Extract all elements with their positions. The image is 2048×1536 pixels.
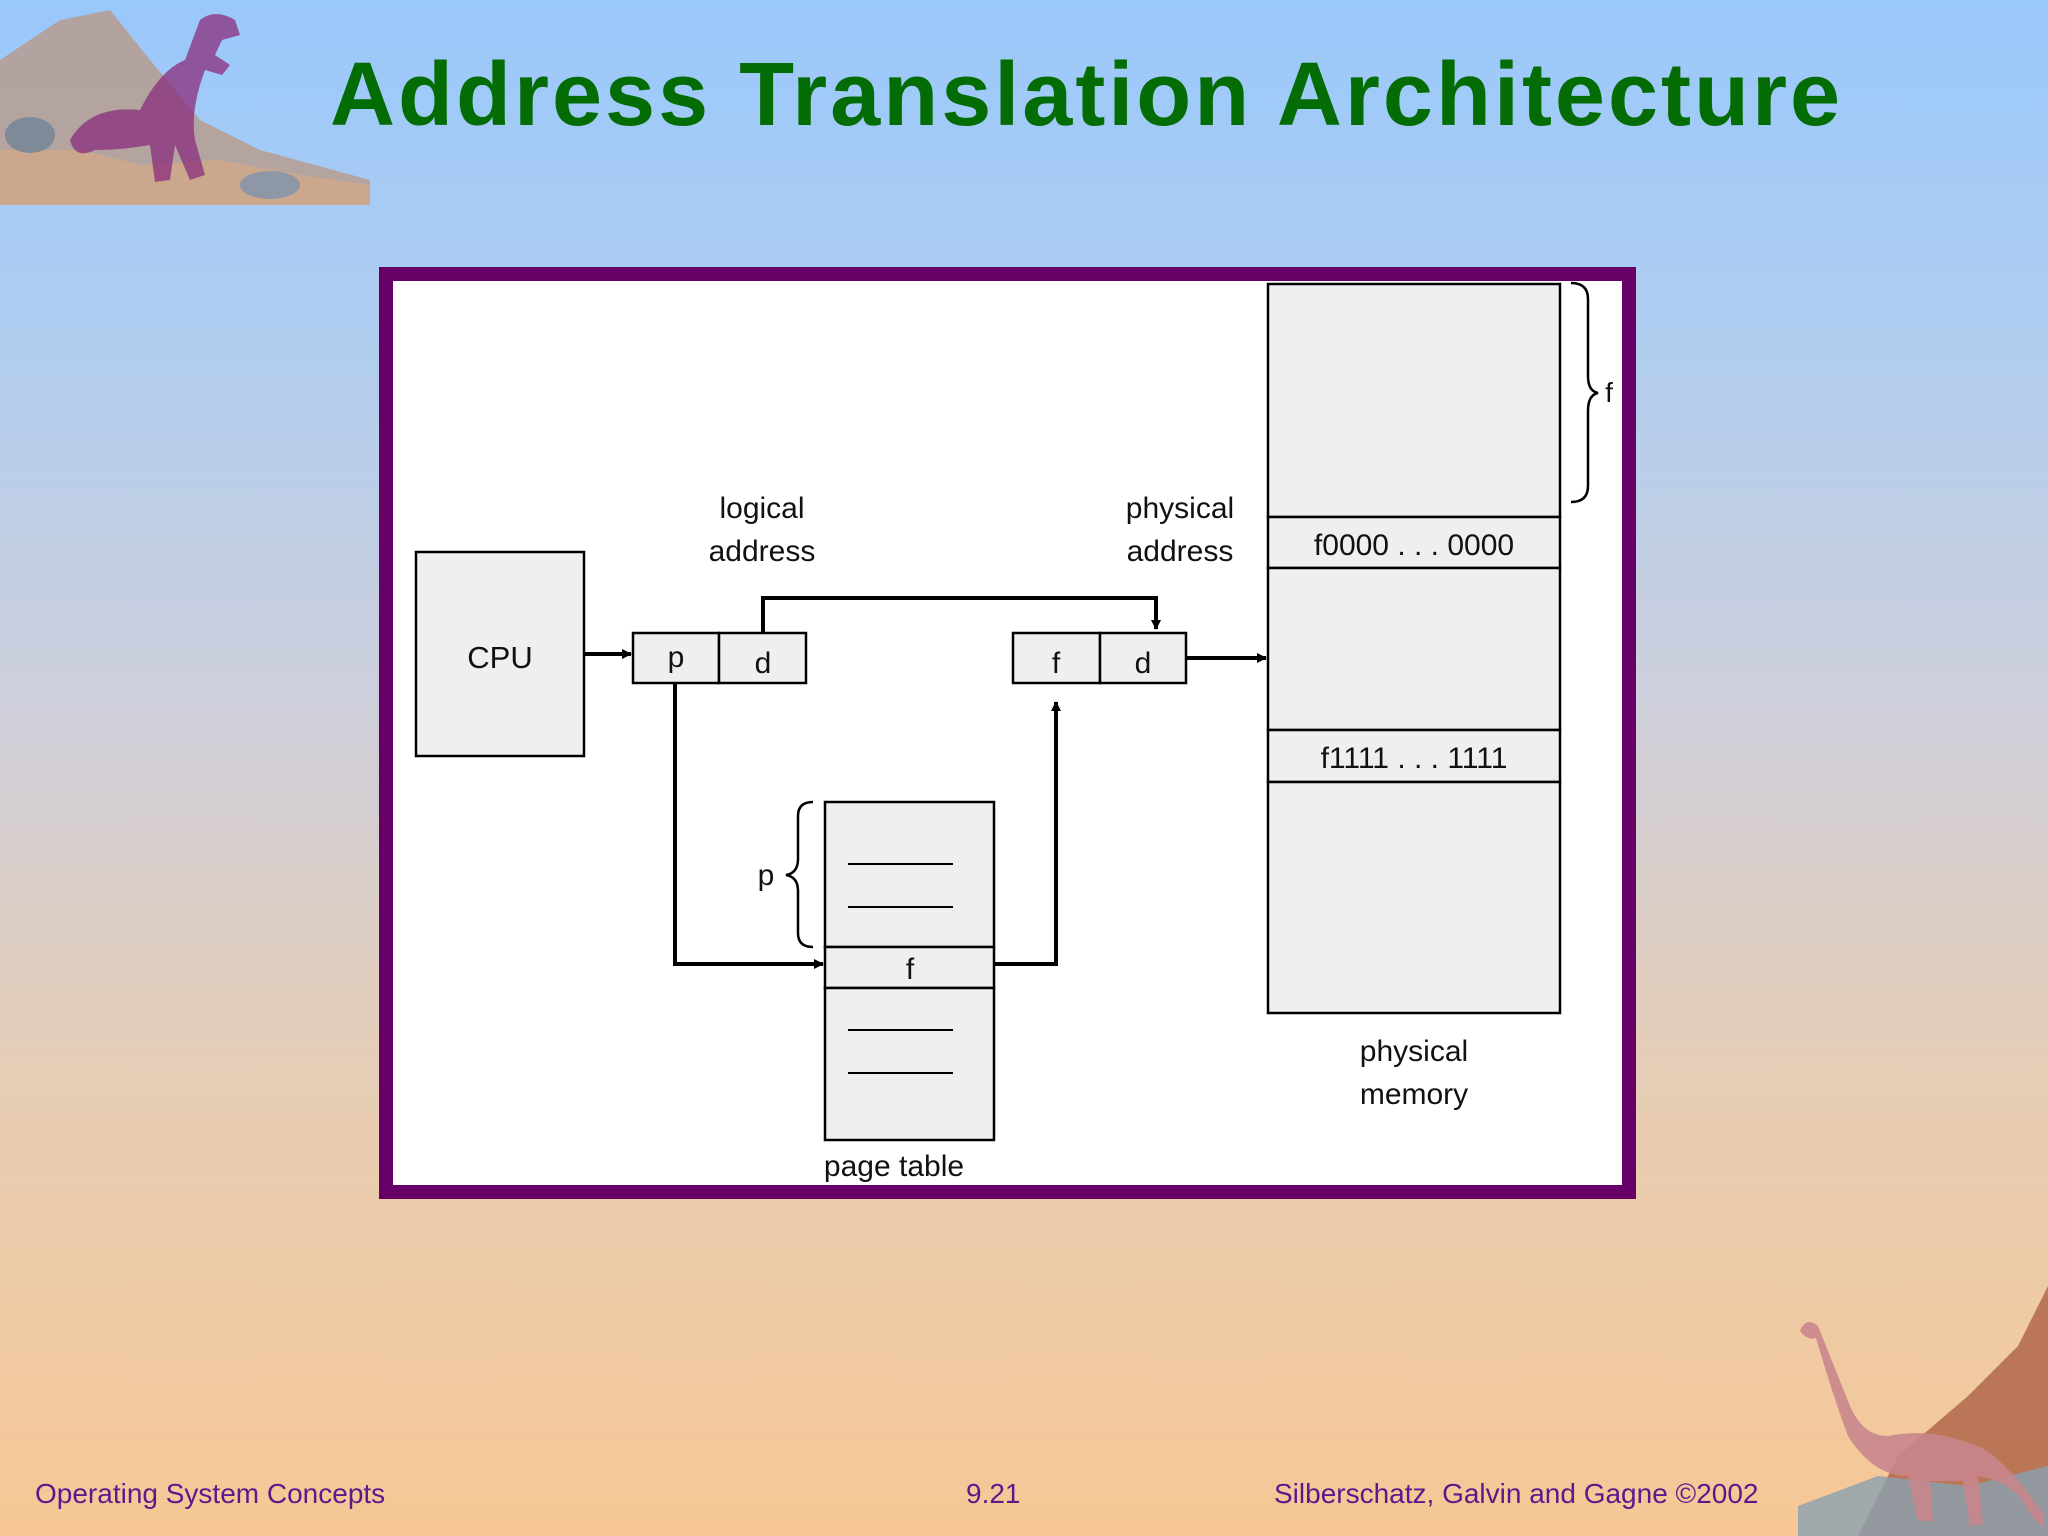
frame-brace-label: f	[1605, 377, 1613, 408]
physical-memory: f0000 . . . 0000 f1111 . . . 1111	[1266, 282, 1562, 1015]
frame-start-row	[1266, 515, 1562, 570]
page-number-to-table-arrow	[673, 683, 824, 969]
offset-copy-arrow	[761, 596, 1161, 633]
cpu-box: CPU	[414, 550, 586, 758]
page-index-brace-label: p	[758, 859, 775, 892]
logical-address-label-line1: logical	[719, 492, 804, 525]
physical-address-label-line1: physical	[1126, 492, 1234, 525]
frame-brace	[1570, 281, 1599, 504]
frame-end-row	[1266, 728, 1562, 784]
footer-course-title: Operating System Concepts	[35, 1478, 386, 1509]
slide-title: Address Translation Architecture	[330, 45, 1844, 145]
page-table-label: page table	[824, 1150, 964, 1183]
trex-decoration	[0, 10, 370, 205]
logical-address-register: p d	[631, 631, 808, 685]
page-table-entry-label: f	[906, 953, 915, 986]
physical-d-label: d	[1135, 647, 1152, 680]
frame-number-arrow	[994, 701, 1061, 966]
physical-memory-label-line2: memory	[1360, 1078, 1468, 1111]
brontosaurus-decoration	[1798, 1286, 2048, 1536]
page-index-brace	[785, 800, 814, 949]
physical-address-register: f d	[1011, 631, 1188, 685]
logical-address-label-line2: address	[709, 535, 816, 568]
physical-f-label: f	[1052, 647, 1061, 680]
page-table: f	[823, 800, 996, 1142]
cpu-label: CPU	[467, 640, 532, 675]
address-translation-figure: CPU p d logical address f page table	[379, 267, 1636, 1199]
logical-p-label: p	[668, 641, 685, 674]
frame-start-label: f0000 . . . 0000	[1314, 529, 1514, 562]
frame-end-label: f1111 . . . 1111	[1321, 742, 1508, 775]
address-translation-diagram: CPU p d logical address f page table	[414, 281, 1613, 1183]
logical-d-label: d	[755, 647, 772, 680]
physical-memory-label-line1: physical	[1360, 1035, 1468, 1068]
physical-address-label-line2: address	[1127, 535, 1234, 568]
footer-copyright: Silberschatz, Galvin and Gagne ©2002	[1274, 1478, 1759, 1509]
footer-page-number: 9.21	[966, 1478, 1021, 1509]
